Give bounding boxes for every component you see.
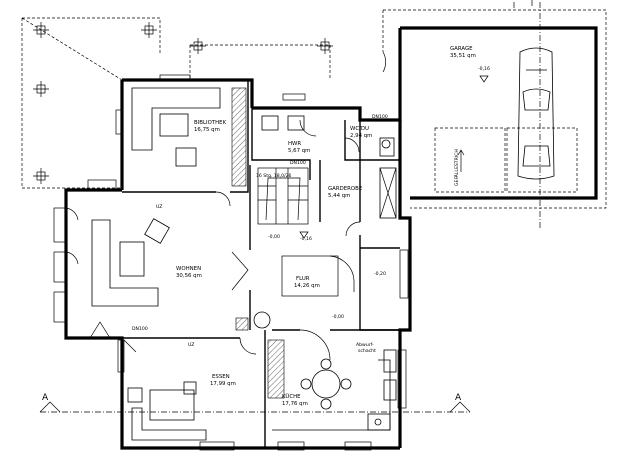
room-name-garage: GARAGE bbox=[450, 46, 473, 52]
room-name-bibliothek: BIBLIOTHEK bbox=[194, 120, 227, 126]
windows bbox=[53, 74, 409, 451]
pergola-post-4 bbox=[33, 168, 49, 184]
room-name-garderobe: GARDEROBE bbox=[328, 186, 363, 192]
level-side: -0,20 bbox=[374, 271, 386, 277]
room-area-wc-du: 2,94 qm bbox=[350, 133, 372, 139]
room-area-essen: 17,99 qm bbox=[210, 381, 236, 387]
section-label-left: A bbox=[42, 393, 49, 403]
dn-label-3: DN100 bbox=[132, 326, 148, 332]
room-area-wohnen: 30,56 qm bbox=[176, 273, 202, 279]
room-area-flur: 14,26 qm bbox=[294, 283, 320, 289]
dn-label-2: DN100 bbox=[290, 160, 306, 166]
stair-label: 16 Stg. 18,0/26 bbox=[256, 173, 292, 179]
room-name-wc-du: WC/DU bbox=[350, 126, 369, 132]
room-name-essen: ESSEN bbox=[212, 374, 230, 380]
dn-label-1: DN100 bbox=[372, 114, 388, 120]
gefaelle-label: GEFÄLLESTRICH bbox=[453, 149, 460, 186]
room-name-kueche: KÜCHE bbox=[282, 393, 301, 400]
pergola-post-5 bbox=[190, 38, 206, 54]
level-garage: -0,16 bbox=[478, 66, 490, 72]
abwurf-label-2: schacht bbox=[358, 348, 376, 354]
room-labels: GARAGE 35,51 qm -0,16 BIBLIOTHEK 16,75 q… bbox=[132, 46, 490, 407]
uz-label-1: UZ bbox=[156, 204, 162, 210]
room-area-garage: 35,51 qm bbox=[450, 53, 476, 59]
garage bbox=[382, 0, 607, 230]
section-label-right: A bbox=[455, 393, 462, 403]
level-hall: -0,00 bbox=[332, 314, 344, 320]
abwurf-label-1: Abwurf- bbox=[356, 342, 374, 348]
room-area-bibliothek: 16,75 qm bbox=[194, 127, 220, 133]
car-icon bbox=[517, 47, 555, 180]
room-name-hwr: HWR bbox=[288, 141, 301, 147]
room-name-wohnen: WOHNEN bbox=[176, 266, 201, 272]
room-area-hwr: 5,67 qm bbox=[288, 148, 310, 154]
room-name-flur: FLUR bbox=[296, 276, 310, 282]
pergola-post-2 bbox=[141, 22, 157, 38]
level-stair-base: -0,00 bbox=[268, 234, 280, 240]
pergola-post-1 bbox=[33, 22, 49, 38]
section-line: A A bbox=[39, 393, 471, 413]
pergola-post-6 bbox=[317, 38, 333, 54]
room-area-kueche: 17,76 qm bbox=[282, 401, 308, 407]
pergola-outline bbox=[21, 17, 333, 189]
room-area-garderobe: 5,44 qm bbox=[328, 193, 350, 199]
level-main: -0,16 bbox=[300, 236, 312, 242]
furniture bbox=[91, 87, 397, 441]
uz-label-2: UZ bbox=[188, 342, 194, 348]
pergola-post-3 bbox=[33, 81, 49, 97]
